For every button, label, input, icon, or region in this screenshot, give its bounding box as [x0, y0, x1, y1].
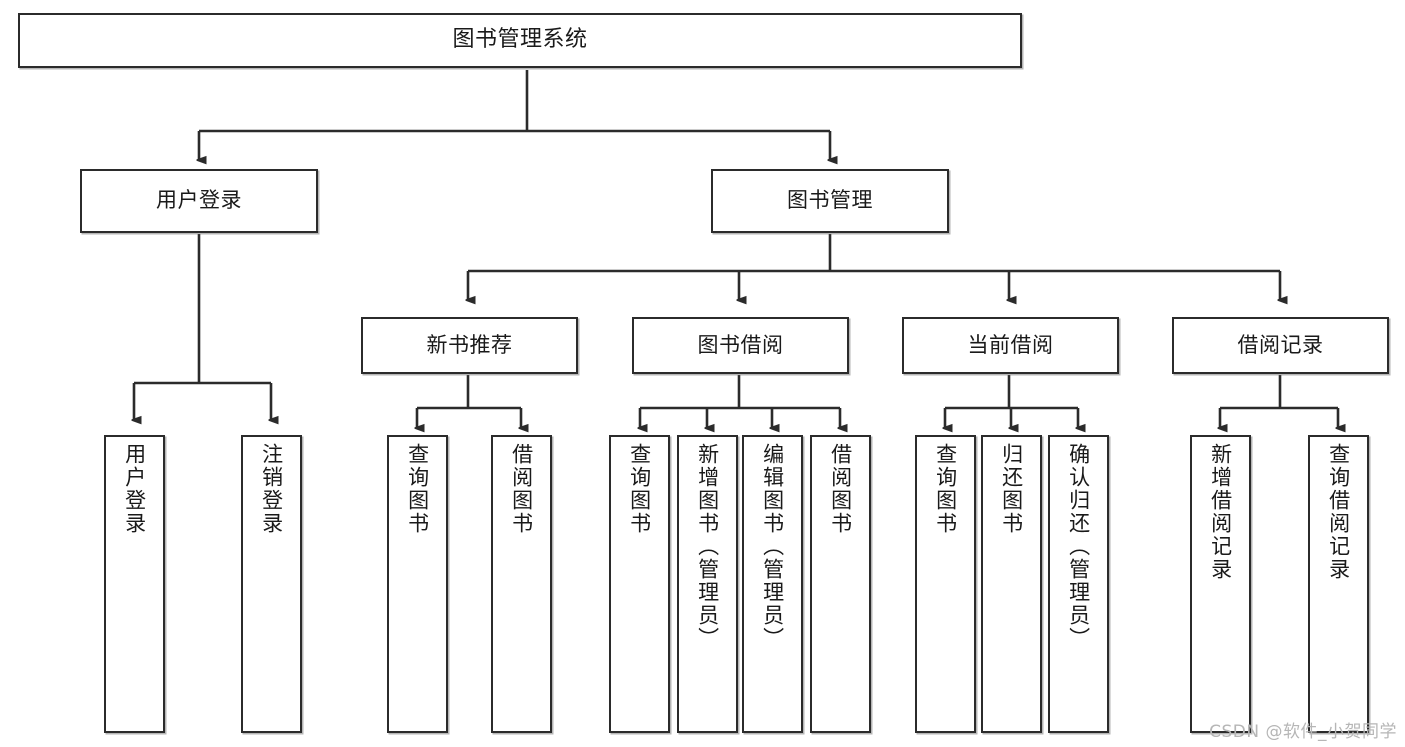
node-user-login[interactable]: 用户登录 [80, 169, 318, 233]
node-book-borrow[interactable]: 图书借阅 [632, 317, 849, 374]
node-label: 查询图书 [627, 443, 652, 535]
node-label: 新书推荐 [426, 332, 513, 357]
node-book-manage[interactable]: 图书管理 [711, 169, 949, 233]
node-leaf-borrow-book[interactable]: 借阅图书 [810, 435, 871, 733]
node-leaf-confirm-return[interactable]: 确认归还（管理员） [1048, 435, 1109, 733]
node-leaf-edit-book[interactable]: 编辑图书（管理员） [742, 435, 803, 733]
node-leaf-query-book-borrow[interactable]: 查询图书 [609, 435, 670, 733]
node-leaf-borrow-book-recommend[interactable]: 借阅图书 [491, 435, 552, 733]
node-label: 借阅图书 [828, 443, 853, 535]
node-label: 查询图书 [933, 443, 958, 535]
node-label: 图书借阅 [697, 332, 784, 357]
node-label: 注销登录 [259, 443, 284, 535]
node-leaf-query-book-current[interactable]: 查询图书 [915, 435, 976, 733]
node-root-system[interactable]: 图书管理系统 [18, 13, 1022, 68]
node-borrow-record[interactable]: 借阅记录 [1172, 317, 1389, 374]
node-label: 新增借阅记录 [1208, 443, 1233, 581]
node-label: 当前借阅 [967, 332, 1054, 357]
node-leaf-user-login[interactable]: 用户登录 [104, 435, 165, 733]
node-label: 查询图书 [405, 443, 430, 535]
node-label: 编辑图书（管理员） [760, 443, 785, 650]
node-label: 借阅记录 [1237, 332, 1324, 357]
node-label: 新增图书（管理员） [695, 443, 720, 650]
node-label: 归还图书 [999, 443, 1024, 535]
node-leaf-add-borrow-record[interactable]: 新增借阅记录 [1190, 435, 1251, 733]
node-label: 用户登录 [156, 188, 242, 213]
node-label: 查询借阅记录 [1326, 443, 1351, 581]
node-new-book-recommend[interactable]: 新书推荐 [361, 317, 578, 374]
node-label: 用户登录 [122, 443, 147, 535]
node-label: 图书管理系统 [452, 27, 588, 53]
watermark-text: CSDN @软件_小贺同学 [1209, 722, 1397, 742]
node-label: 图书管理 [787, 188, 873, 213]
node-leaf-query-book-recommend[interactable]: 查询图书 [387, 435, 448, 733]
node-label: 借阅图书 [509, 443, 534, 535]
node-leaf-return-book[interactable]: 归还图书 [981, 435, 1042, 733]
node-leaf-add-book[interactable]: 新增图书（管理员） [677, 435, 738, 733]
node-current-borrow[interactable]: 当前借阅 [902, 317, 1119, 374]
node-leaf-query-borrow-record[interactable]: 查询借阅记录 [1308, 435, 1369, 733]
node-leaf-user-logout[interactable]: 注销登录 [241, 435, 302, 733]
node-label: 确认归还（管理员） [1066, 443, 1091, 650]
